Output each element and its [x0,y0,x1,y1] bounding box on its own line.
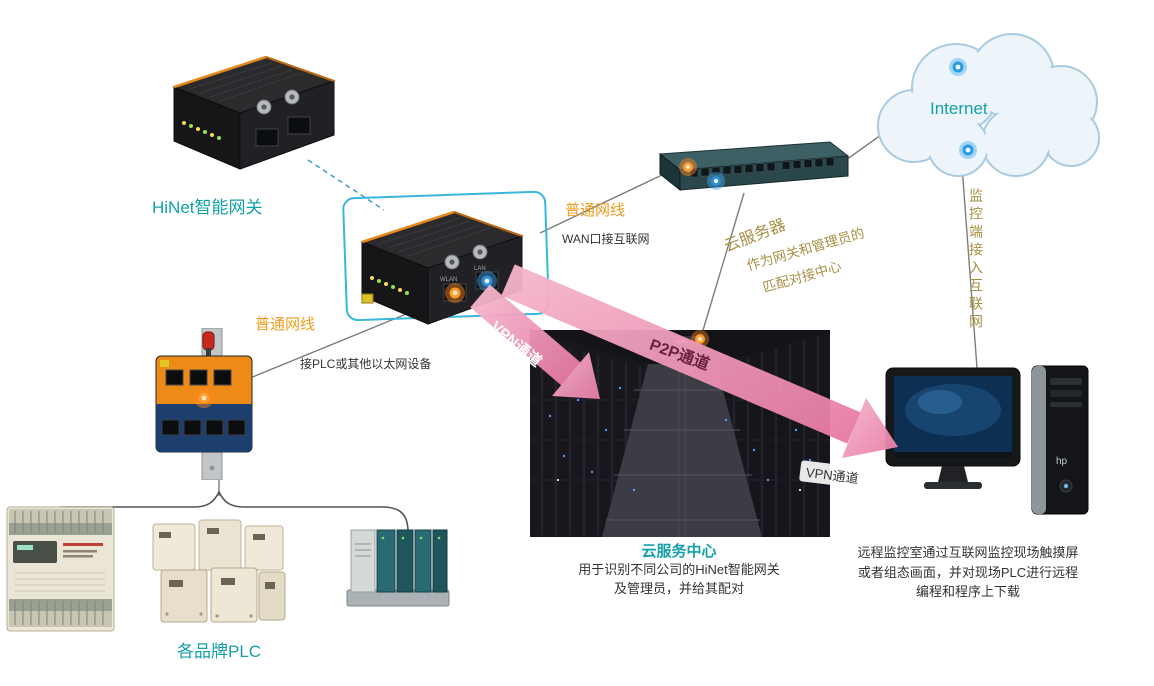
ethernet-switch-image [155,328,253,480]
internet-label: Internet [930,99,988,118]
pc-logo-text: hp [1056,456,1068,467]
remote-room-caption: 远程监控室通过互联网监控现场触摸屏 或者组态画面，并对现场PLC进行远程 编程和… [812,543,1124,602]
cloud-center-title: 云服务中心 [641,543,717,560]
plc-mitsubishi-image [6,506,115,632]
remote-room-line1: 远程监控室通过互联网监控现场触摸屏 [857,545,1079,560]
cloud-center-desc-line1: 用于识别不同公司的HiNet智能网关 [578,562,780,577]
remote-room-line2: 或者组态画面，并对现场PLC进行远程 [857,564,1079,580]
plc-group-label: 各品牌PLC [177,642,262,661]
antenna [202,331,215,351]
desktop-pc-image: hp [885,365,1089,515]
hinet-gateway-2-image: WLAN LAN [348,200,533,330]
cloud-center-caption: 云服务中心 用于识别不同公司的HiNet智能网关 及管理员，并给其配对 [528,540,830,599]
monitor-access-label: 监控端接入互联网 [968,188,984,332]
network-switch-image [658,141,850,192]
cable-left-label: 普通网线 [255,316,316,333]
remote-room-line3: 编程和程序上下载 [915,584,1020,599]
gateway-wlan-port-label: WLAN [440,277,457,283]
hinet-gateway-label: HiNet智能网关 [152,198,263,217]
plc-siemens-image [346,529,450,607]
cable-top-label: 普通网线 [565,202,626,219]
cloud-center-desc-line2: 及管理员，并给其配对 [613,580,744,596]
plc-modular-image [152,519,286,623]
plc-note-label: 接PLC或其他以太网设备 [300,357,432,371]
wan-note-label: WAN口接互联网 [562,232,650,246]
hinet-gateway-image [160,45,345,175]
link-switch-servercenter [700,192,745,338]
gateway-lan-port-label: LAN [474,266,486,272]
sim-cover [361,293,374,304]
internet-cloud [877,33,1100,177]
